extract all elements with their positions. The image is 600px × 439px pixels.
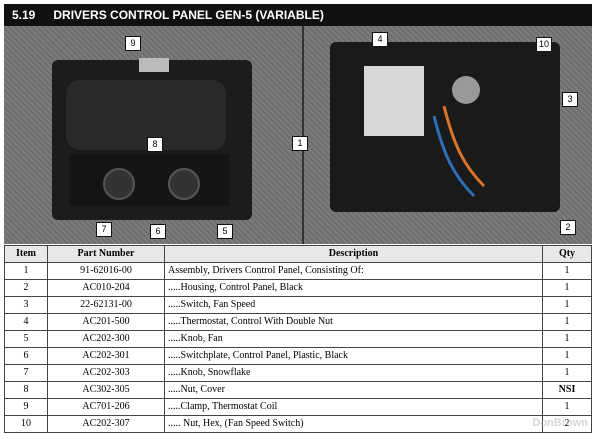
table-row: 9 AC701-206 .....Clamp, Thermostat Coil … [4, 398, 592, 416]
qty-cell: 2 [542, 415, 592, 433]
item-cell: 5 [4, 330, 48, 348]
section-title: DRIVERS CONTROL PANEL GEN-5 (VARIABLE) [53, 8, 324, 22]
qty-cell: 1 [542, 364, 592, 382]
table-row: 3 22-62131-00 .....Switch, Fan Speed 1 [4, 296, 592, 314]
callout-6: 6 [150, 224, 166, 239]
column-header-qty: Qty [542, 245, 592, 263]
right-panel-illustration [330, 42, 560, 212]
table-row: 10 AC202-307 ..... Nut, Hex, (Fan Speed … [4, 415, 592, 433]
callout-1: 1 [292, 136, 308, 151]
parts-photo: 9 8 1 7 6 5 4 10 3 2 [4, 26, 592, 244]
watermark-logo: DonBrown [532, 417, 588, 429]
part-number-cell: AC202-300 [47, 330, 165, 348]
table-row: 6 AC202-301 .....Switchplate, Control Pa… [4, 347, 592, 365]
qty-cell: 1 [542, 313, 592, 331]
description-cell: .....Nut, Cover [164, 381, 543, 399]
qty-cell: 1 [542, 262, 592, 280]
description-cell: .....Switch, Fan Speed [164, 296, 543, 314]
table-row: 4 AC201-500 .....Thermostat, Control Wit… [4, 313, 592, 331]
callout-8: 8 [147, 137, 163, 152]
parts-table: Item Part Number Description Qty 1 91-62… [4, 245, 592, 433]
table-row: 8 AC302-305 .....Nut, Cover NSI [4, 381, 592, 399]
description-cell: .....Switchplate, Control Panel, Plastic… [164, 347, 543, 365]
column-header-item: Item [4, 245, 48, 263]
table-row: 1 91-62016-00 Assembly, Drivers Control … [4, 262, 592, 280]
description-cell: Assembly, Drivers Control Panel, Consist… [164, 262, 543, 280]
description-cell: ..... Nut, Hex, (Fan Speed Switch) [164, 415, 543, 433]
qty-cell: 1 [542, 330, 592, 348]
qty-cell: 1 [542, 296, 592, 314]
part-number-cell: AC701-206 [47, 398, 165, 416]
item-cell: 10 [4, 415, 48, 433]
callout-9: 9 [125, 36, 141, 51]
table-row: 5 AC202-300 .....Knob, Fan 1 [4, 330, 592, 348]
callout-5: 5 [217, 224, 233, 239]
section-number: 5.19 [12, 8, 36, 22]
part-number-cell: 91-62016-00 [47, 262, 165, 280]
item-cell: 1 [4, 262, 48, 280]
section-header: 5.19 DRIVERS CONTROL PANEL GEN-5 (VARIAB… [4, 4, 592, 26]
qty-cell: 1 [542, 347, 592, 365]
part-number-cell: AC202-301 [47, 347, 165, 365]
table-header-row: Item Part Number Description Qty [4, 245, 592, 263]
item-cell: 9 [4, 398, 48, 416]
photo-divider [302, 26, 304, 244]
description-cell: .....Thermostat, Control With Double Nut [164, 313, 543, 331]
part-number-cell: AC010-204 [47, 279, 165, 297]
part-number-cell: AC202-307 [47, 415, 165, 433]
item-cell: 4 [4, 313, 48, 331]
description-cell: .....Knob, Snowflake [164, 364, 543, 382]
item-cell: 8 [4, 381, 48, 399]
description-cell: .....Housing, Control Panel, Black [164, 279, 543, 297]
qty-cell: NSI [542, 381, 592, 399]
callout-3: 3 [562, 92, 578, 107]
callout-2: 2 [560, 220, 576, 235]
part-number-cell: 22-62131-00 [47, 296, 165, 314]
part-number-cell: AC302-305 [47, 381, 165, 399]
left-panel-illustration [52, 58, 252, 220]
column-header-description: Description [164, 245, 543, 263]
description-cell: .....Clamp, Thermostat Coil [164, 398, 543, 416]
item-cell: 7 [4, 364, 48, 382]
part-number-cell: AC201-500 [47, 313, 165, 331]
item-cell: 2 [4, 279, 48, 297]
table-row: 2 AC010-204 .....Housing, Control Panel,… [4, 279, 592, 297]
callout-7: 7 [96, 222, 112, 237]
qty-cell: 1 [542, 398, 592, 416]
table-row: 7 AC202-303 .....Knob, Snowflake 1 [4, 364, 592, 382]
column-header-part-number: Part Number [47, 245, 165, 263]
item-cell: 6 [4, 347, 48, 365]
description-cell: .....Knob, Fan [164, 330, 543, 348]
callout-4: 4 [372, 32, 388, 47]
item-cell: 3 [4, 296, 48, 314]
part-number-cell: AC202-303 [47, 364, 165, 382]
qty-cell: 1 [542, 279, 592, 297]
callout-10: 10 [536, 37, 552, 52]
